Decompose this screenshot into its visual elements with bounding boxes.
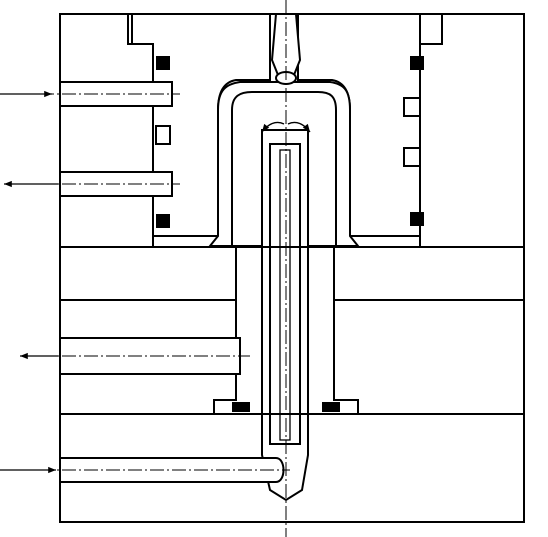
left-step [127, 13, 154, 45]
flow-arrows [0, 90, 58, 474]
seal-6 [322, 402, 340, 412]
seal-1 [156, 56, 170, 70]
seal-2 [156, 214, 170, 228]
seals [155, 56, 424, 412]
center-lines [40, 0, 290, 537]
groove-1 [155, 125, 171, 145]
right-step [419, 13, 443, 45]
groove-3 [403, 147, 421, 167]
left-middle-plate [59, 246, 237, 301]
core-inner-bore [279, 149, 291, 441]
seal-5 [232, 402, 250, 412]
core-inner-tube [269, 143, 301, 445]
seal-3 [410, 56, 424, 70]
air-arrow-left [261, 121, 285, 133]
port-4-channel [59, 457, 285, 483]
left-cavity-block [59, 13, 154, 248]
right-lower-plate [333, 299, 525, 415]
groove-2 [403, 97, 421, 117]
right-middle-plate [333, 246, 525, 301]
air-arrow-right [287, 121, 311, 133]
right-cavity-block [419, 13, 525, 248]
seal-4 [410, 212, 424, 226]
